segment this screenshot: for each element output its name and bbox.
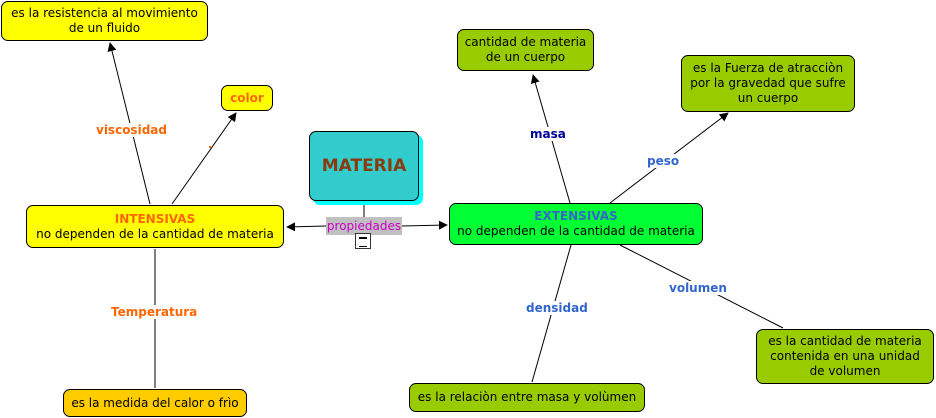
- densidad-definition-node[interactable]: es la relaciòn entre masa y volùmen: [409, 383, 645, 412]
- materia-label: MATERIA: [321, 155, 407, 176]
- line-prop-intensivas: [286, 222, 327, 232]
- color-link-dot: [209, 146, 211, 148]
- extensivas-text: no dependen de la cantidad de materia: [457, 224, 695, 238]
- peso-definition-text: es la Fuerza de atracciòn por la graveda…: [690, 61, 846, 105]
- temperatura-definition-text: es la medida del calor o frìo: [71, 395, 239, 410]
- viscosidad-definition-text: es la resistencia al movimiento de un fl…: [11, 6, 198, 35]
- masa-label: masa: [528, 127, 568, 141]
- volumen-definition-text: es la cantidad de materia contenida en u…: [768, 334, 922, 378]
- temperatura-label: Temperatura: [109, 305, 200, 319]
- document-icon[interactable]: [355, 233, 371, 249]
- masa-definition-node[interactable]: cantidad de materia de un cuerpo: [457, 29, 594, 71]
- peso-definition-node[interactable]: es la Fuerza de atracciòn por la graveda…: [681, 55, 855, 112]
- peso-label: peso: [645, 154, 682, 168]
- densidad-definition-text: es la relaciòn entre masa y volùmen: [417, 390, 637, 404]
- propiedades-label: propiedades: [326, 217, 402, 235]
- viscosidad-label: viscosidad: [94, 123, 169, 137]
- masa-definition-text: cantidad de materia de un cuerpo: [464, 35, 587, 64]
- line-int-color: [171, 112, 237, 205]
- line-prop-extensivas: [401, 220, 448, 230]
- color-text: color: [230, 90, 264, 105]
- viscosidad-definition-node[interactable]: es la resistencia al movimiento de un fl…: [1, 1, 208, 41]
- temperatura-definition-node[interactable]: es la medida del calor o frìo: [63, 389, 247, 417]
- densidad-label: densidad: [524, 301, 590, 315]
- materia-node[interactable]: MATERIA: [309, 131, 419, 201]
- extensivas-title: EXTENSIVAS: [534, 209, 618, 223]
- intensivas-title: INTENSIVAS: [114, 211, 196, 226]
- intensivas-text: no dependen de la cantidad de materia: [36, 226, 274, 241]
- color-node[interactable]: color: [221, 85, 273, 111]
- intensivas-node[interactable]: INTENSIVAS no dependen de la cantidad de…: [26, 205, 284, 248]
- volumen-definition-node[interactable]: es la cantidad de materia contenida en u…: [756, 329, 934, 384]
- volumen-label: volumen: [667, 281, 729, 295]
- extensivas-node[interactable]: EXTENSIVAS no dependen de la cantidad de…: [449, 203, 703, 245]
